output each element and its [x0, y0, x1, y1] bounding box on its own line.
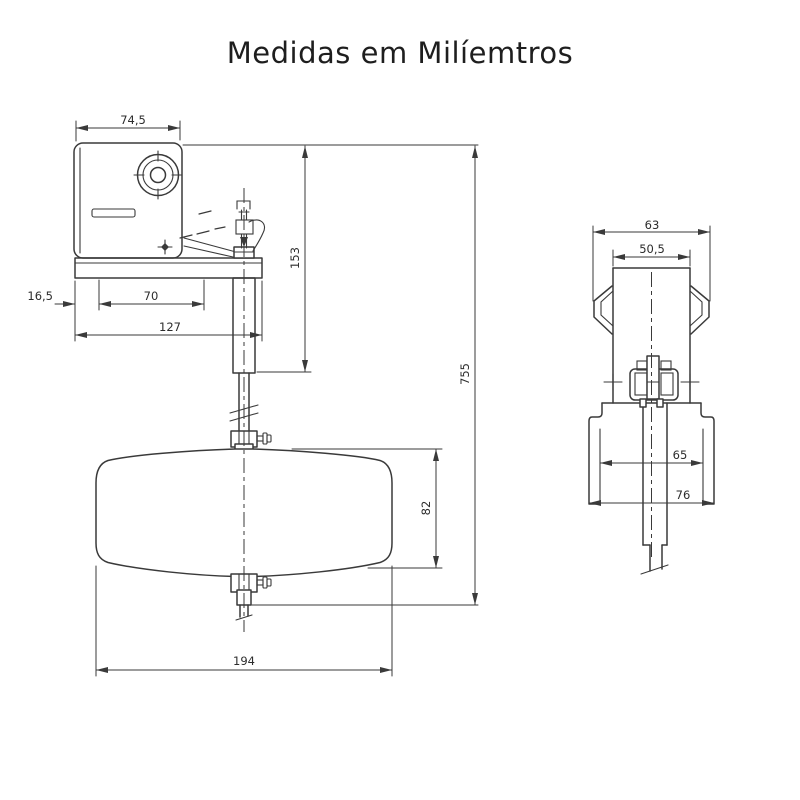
dim-hole-spacing: 70 — [98, 279, 205, 311]
pivot-center-marks — [603, 373, 700, 391]
dim-label-top-outer-width: 63 — [645, 218, 660, 232]
dim-label-bracket-inner-width: 65 — [673, 448, 688, 462]
dim-label-hole-spacing: 70 — [144, 289, 159, 303]
dim-head-height: 153 — [182, 144, 479, 373]
dim-top-outer-width: 63 — [592, 218, 711, 302]
thumbscrew-cap — [266, 578, 272, 587]
bracket-foot — [639, 398, 647, 408]
front-dimensions: 74,5 16,5 70 — [27, 113, 479, 677]
dim-label-mount-offset: 16,5 — [27, 289, 53, 303]
dim-box-width: 74,5 — [75, 113, 181, 142]
lever-hook-curve — [248, 219, 266, 252]
switch-box-outline — [73, 142, 183, 259]
front-view: 74,5 16,5 70 — [27, 113, 479, 677]
adjustment-knob — [133, 150, 183, 200]
cover-screw — [157, 239, 173, 255]
rod-end-cut — [640, 564, 669, 575]
dim-bracket-outer-width: 76 — [588, 488, 715, 506]
side-dimensions: 63 50,5 65 — [588, 218, 715, 506]
dim-label-top-inner-width: 50,5 — [639, 242, 665, 256]
side-tube — [640, 402, 669, 575]
thumbscrew-head — [262, 576, 268, 589]
side-clip-right — [689, 285, 710, 335]
plate-outline — [74, 257, 263, 279]
dim-float-width: 194 — [95, 565, 393, 677]
dim-label-bracket-outer-width: 76 — [676, 488, 691, 502]
dim-label-total-height: 755 — [458, 363, 472, 385]
thumbscrew-cap — [266, 434, 272, 443]
switch-box — [73, 142, 183, 259]
dim-label-box-width: 74,5 — [120, 113, 146, 127]
page-title: Medidas em Milíemtros — [226, 36, 574, 70]
side-view: 63 50,5 65 — [588, 218, 715, 575]
thumbscrew-stem — [256, 435, 264, 442]
dim-label-float-width: 194 — [233, 654, 255, 668]
dim-total-height: 755 — [251, 145, 479, 606]
lever-motion-dashes — [179, 210, 226, 239]
dim-label-head-height: 153 — [288, 247, 302, 269]
mounting-plate — [74, 257, 263, 279]
rod-clamp-lower — [230, 573, 272, 621]
pivot-mechanism — [629, 355, 679, 408]
dim-base-width: 127 — [74, 280, 263, 342]
thumbscrew-stem — [256, 579, 264, 586]
side-clip-left — [593, 285, 614, 335]
dim-bracket-inner-width: 65 — [599, 448, 704, 466]
rod-end-cut — [235, 614, 253, 621]
box-slot — [91, 208, 136, 218]
pivot-rod — [646, 355, 660, 400]
lever-assembly — [179, 200, 266, 259]
dim-top-inner-width: 50,5 — [612, 242, 691, 267]
rod-clamp-upper — [230, 430, 272, 451]
thumbscrew-head — [262, 432, 268, 445]
dim-label-base-width: 127 — [159, 320, 181, 334]
dim-float-height: 82 — [291, 448, 443, 569]
dim-mount-offset: 16,5 — [27, 280, 76, 342]
bracket-foot — [656, 398, 664, 408]
dim-label-float-height: 82 — [419, 501, 433, 516]
